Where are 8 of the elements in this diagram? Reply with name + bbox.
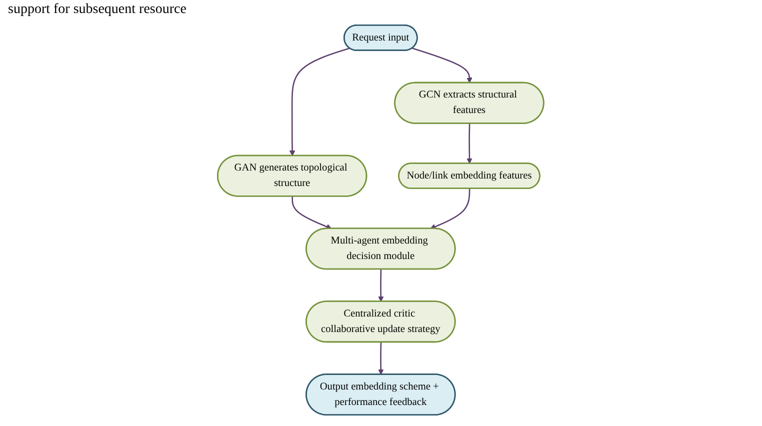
arrow <box>378 269 384 302</box>
note-text: support for subsequent resource <box>8 2 186 17</box>
arrow <box>378 342 384 375</box>
arrow <box>466 124 473 164</box>
arrow <box>290 48 350 156</box>
arrow <box>292 196 332 230</box>
arrow <box>412 48 473 84</box>
arrow <box>430 188 471 230</box>
